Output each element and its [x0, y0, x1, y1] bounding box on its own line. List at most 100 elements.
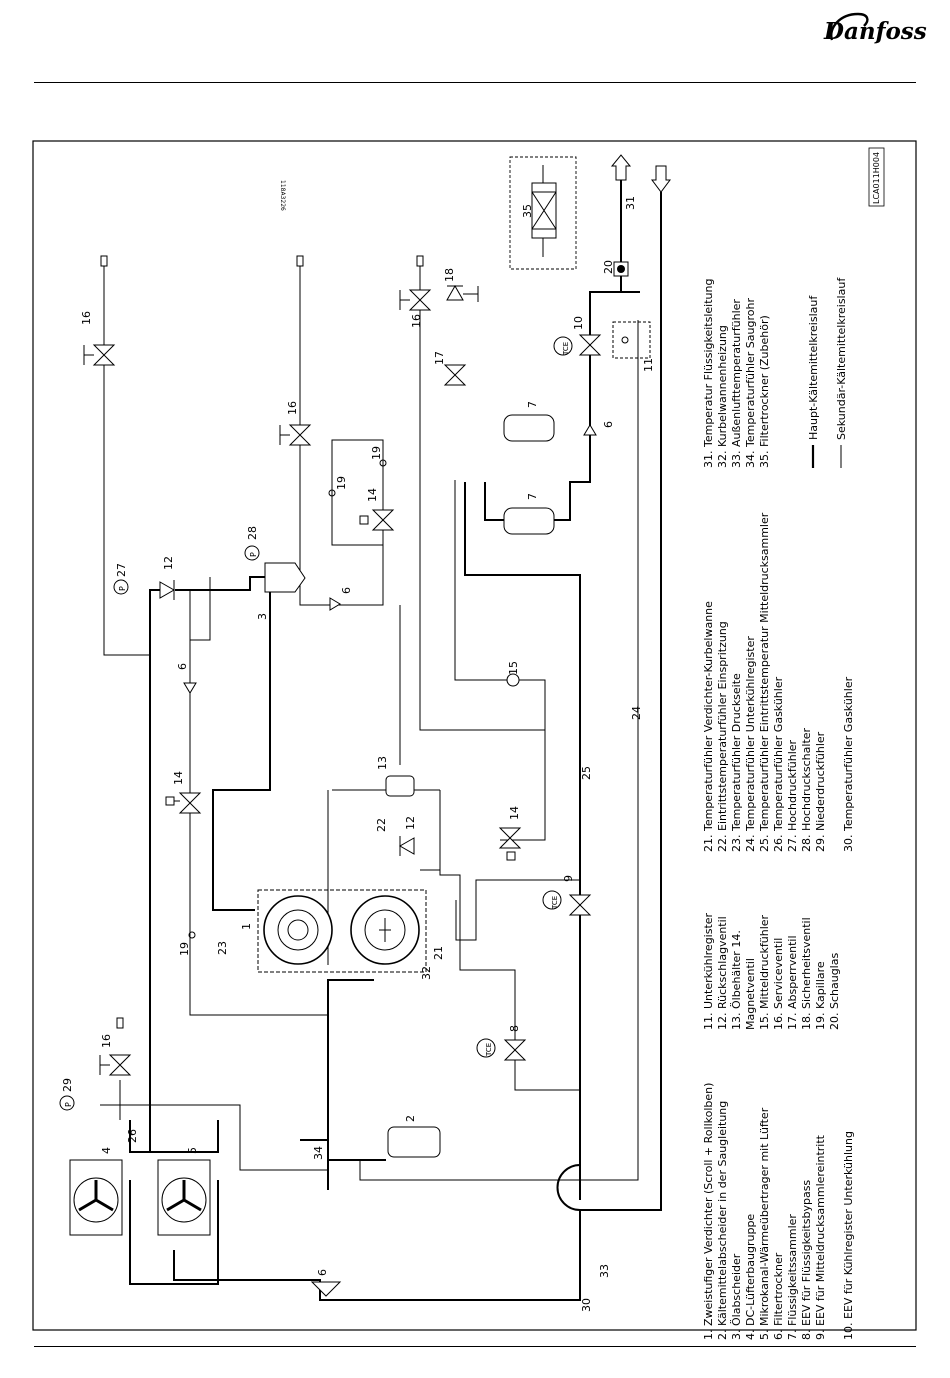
sight-glass-20: 20: [602, 260, 629, 277]
svg-text:9: 9: [562, 875, 575, 882]
drawing-frame: [32, 140, 917, 1331]
gas-cooler-5: 5: [157, 1147, 211, 1236]
svg-text:1. Zweistufiger Verdichter (Sc: 1. Zweistufiger Verdichter (Scroll + Rol…: [702, 1083, 715, 1340]
svg-text:P: P: [118, 586, 127, 591]
service-valve-16b: 16: [279, 401, 312, 446]
svg-text:16: 16: [100, 1034, 113, 1048]
filter-drier-6b: 6: [176, 663, 197, 694]
svg-text:6: 6: [340, 587, 353, 594]
secondary-refrigerant-circuit: [100, 262, 639, 1181]
svg-text:20: 20: [602, 260, 615, 274]
accessory-filter-drier-35: 35: [509, 156, 577, 270]
shutoff-valve-17: 17: [433, 351, 467, 386]
legend-col-4: 31. Temperatur Flüssigkeitsleitung 32. K…: [702, 279, 771, 468]
solenoid-valve-14c: 14: [498, 806, 522, 861]
svg-text:30: 30: [580, 1298, 593, 1312]
legend-col-3: 21. Temperaturfühler Verdichter-Kurbelwa…: [702, 512, 855, 852]
subcooler-11: 11: [612, 321, 655, 372]
svg-text:33: 33: [598, 1264, 611, 1278]
svg-text:14: 14: [366, 488, 379, 502]
capillary-19c: 19: [370, 446, 387, 467]
danfoss-logo: Danfoss: [823, 12, 927, 45]
svg-text:19. Kapillare: 19. Kapillare: [814, 961, 827, 1030]
pipe-crossover: [556, 1164, 581, 1211]
svg-text:33. Außenlufttemperaturfühler: 33. Außenlufttemperaturfühler: [730, 299, 743, 468]
svg-text:5. Mikrokanal-Wärmeübertrager: 5. Mikrokanal-Wärmeübertrager mit Lüfter: [758, 1107, 771, 1340]
check-valve-12b: 12: [398, 816, 417, 856]
svg-text:7: 7: [526, 401, 539, 408]
svg-text:23. Temperaturfühler Druckseit: 23. Temperaturfühler Druckseite: [730, 673, 743, 852]
svg-text:11: 11: [642, 358, 655, 372]
svg-text:14: 14: [508, 806, 521, 820]
svg-text:16. Serviceventil: 16. Serviceventil: [772, 938, 785, 1030]
svg-text:8. EEV für Flüssigkeitsbypass: 8. EEV für Flüssigkeitsbypass: [800, 1180, 813, 1340]
svg-text:31: 31: [624, 196, 637, 210]
svg-text:19: 19: [370, 446, 383, 460]
svg-text:12: 12: [404, 816, 417, 830]
legend-col-2: 11. Unterkühlregister 12. Rückschlagvent…: [702, 912, 841, 1030]
safety-valve-18: 18: [443, 268, 479, 302]
oil-separator-3: 3: [256, 562, 306, 620]
sensor-labels: 23 21 22 32 24 25 26 30 31 33 34: [126, 196, 643, 1312]
filter-drier-6d: 6: [583, 421, 615, 436]
svg-text:6: 6: [316, 1269, 329, 1276]
svg-text:10: 10: [572, 316, 585, 330]
svg-text:32. Kurbelwannenheizung: 32. Kurbelwannenheizung: [716, 325, 729, 468]
eev-valve-8: TCE 8: [476, 1025, 527, 1061]
filter-drier-6a: 6: [310, 1269, 342, 1297]
service-valve-16c: 16: [399, 289, 432, 328]
gas-cooler-4: 4: [69, 1147, 123, 1236]
svg-text:17. Absperrventil: 17. Absperrventil: [786, 935, 799, 1030]
svg-text:27. Hochdruckfühler: 27. Hochdruckfühler: [786, 739, 799, 852]
svg-text:18. Sicherheitsventil: 18. Sicherheitsventil: [800, 917, 813, 1030]
pressure-sensor-29: P 29: [59, 1078, 75, 1111]
svg-text:Magnetventil: Magnetventil: [744, 958, 757, 1030]
svg-text:15: 15: [507, 661, 520, 675]
header-rule: [34, 82, 916, 83]
svg-text:23: 23: [216, 941, 229, 955]
svg-text:16: 16: [286, 401, 299, 415]
svg-text:25. Temperaturfühler Eintritts: 25. Temperaturfühler Eintrittstemperatur…: [758, 512, 771, 852]
svg-text:26: 26: [126, 1129, 139, 1143]
svg-text:27: 27: [115, 563, 128, 577]
svg-text:32: 32: [420, 966, 433, 980]
svg-text:6: 6: [176, 663, 189, 670]
pressure-sensor-27: P 27: [113, 563, 129, 595]
svg-text:12. Rückschlagventil: 12. Rückschlagventil: [716, 916, 729, 1030]
legend-col-1: 1. Zweistufiger Verdichter (Scroll + Rol…: [702, 1083, 855, 1340]
svg-text:30. Temperaturfühler Gaskühler: 30. Temperaturfühler Gaskühler: [842, 676, 855, 852]
capillary-19b: 19: [328, 476, 348, 497]
svg-text:29: 29: [61, 1078, 74, 1092]
suction-accumulator-2: 2: [387, 1115, 441, 1158]
svg-text:6: 6: [602, 421, 615, 428]
svg-text:7: 7: [526, 493, 539, 500]
svg-text:4. DC-Lüfterbaugruppe: 4. DC-Lüfterbaugruppe: [744, 1214, 757, 1340]
svg-text:11. Unterkühlregister: 11. Unterkühlregister: [702, 912, 715, 1030]
svg-text:16: 16: [410, 314, 423, 328]
svg-text:TCE: TCE: [485, 1043, 493, 1057]
intermediate-pressure-sensor-15: 15: [506, 661, 520, 687]
svg-text:3. Ölabscheider: 3. Ölabscheider: [730, 1253, 743, 1340]
svg-text:20. Schauglas: 20. Schauglas: [828, 953, 841, 1030]
svg-text:13. Ölbehälter 14.: 13. Ölbehälter 14.: [730, 930, 743, 1030]
pressure-switch-28: P 28: [244, 526, 260, 561]
svg-text:12: 12: [162, 556, 175, 570]
oil-reservoir-13: 13: [376, 756, 415, 797]
svg-text:14: 14: [172, 771, 185, 785]
svg-text:21: 21: [432, 946, 445, 960]
capillary-19a: 19: [178, 931, 196, 956]
svg-text:24: 24: [630, 706, 643, 720]
solenoid-valve-14a: 14: [165, 771, 202, 814]
svg-text:25: 25: [580, 766, 593, 780]
pipe-end-markers: [100, 255, 424, 1029]
eev-valve-9: TCE 9: [542, 875, 592, 916]
svg-text:7. Flüssigkeitssammler: 7. Flüssigkeitssammler: [786, 1214, 799, 1340]
svg-text:1: 1: [240, 923, 253, 930]
svg-text:29. Niederdruckfühler: 29. Niederdruckfühler: [814, 731, 827, 852]
svg-text:8: 8: [508, 1025, 521, 1032]
svg-text:19: 19: [178, 942, 191, 956]
service-valve-16a: 16: [80, 311, 116, 366]
flow-arrows: [610, 154, 671, 193]
legend-line-types: Haupt-Kältemittelkreislauf Sekundär-Kält…: [807, 277, 848, 468]
